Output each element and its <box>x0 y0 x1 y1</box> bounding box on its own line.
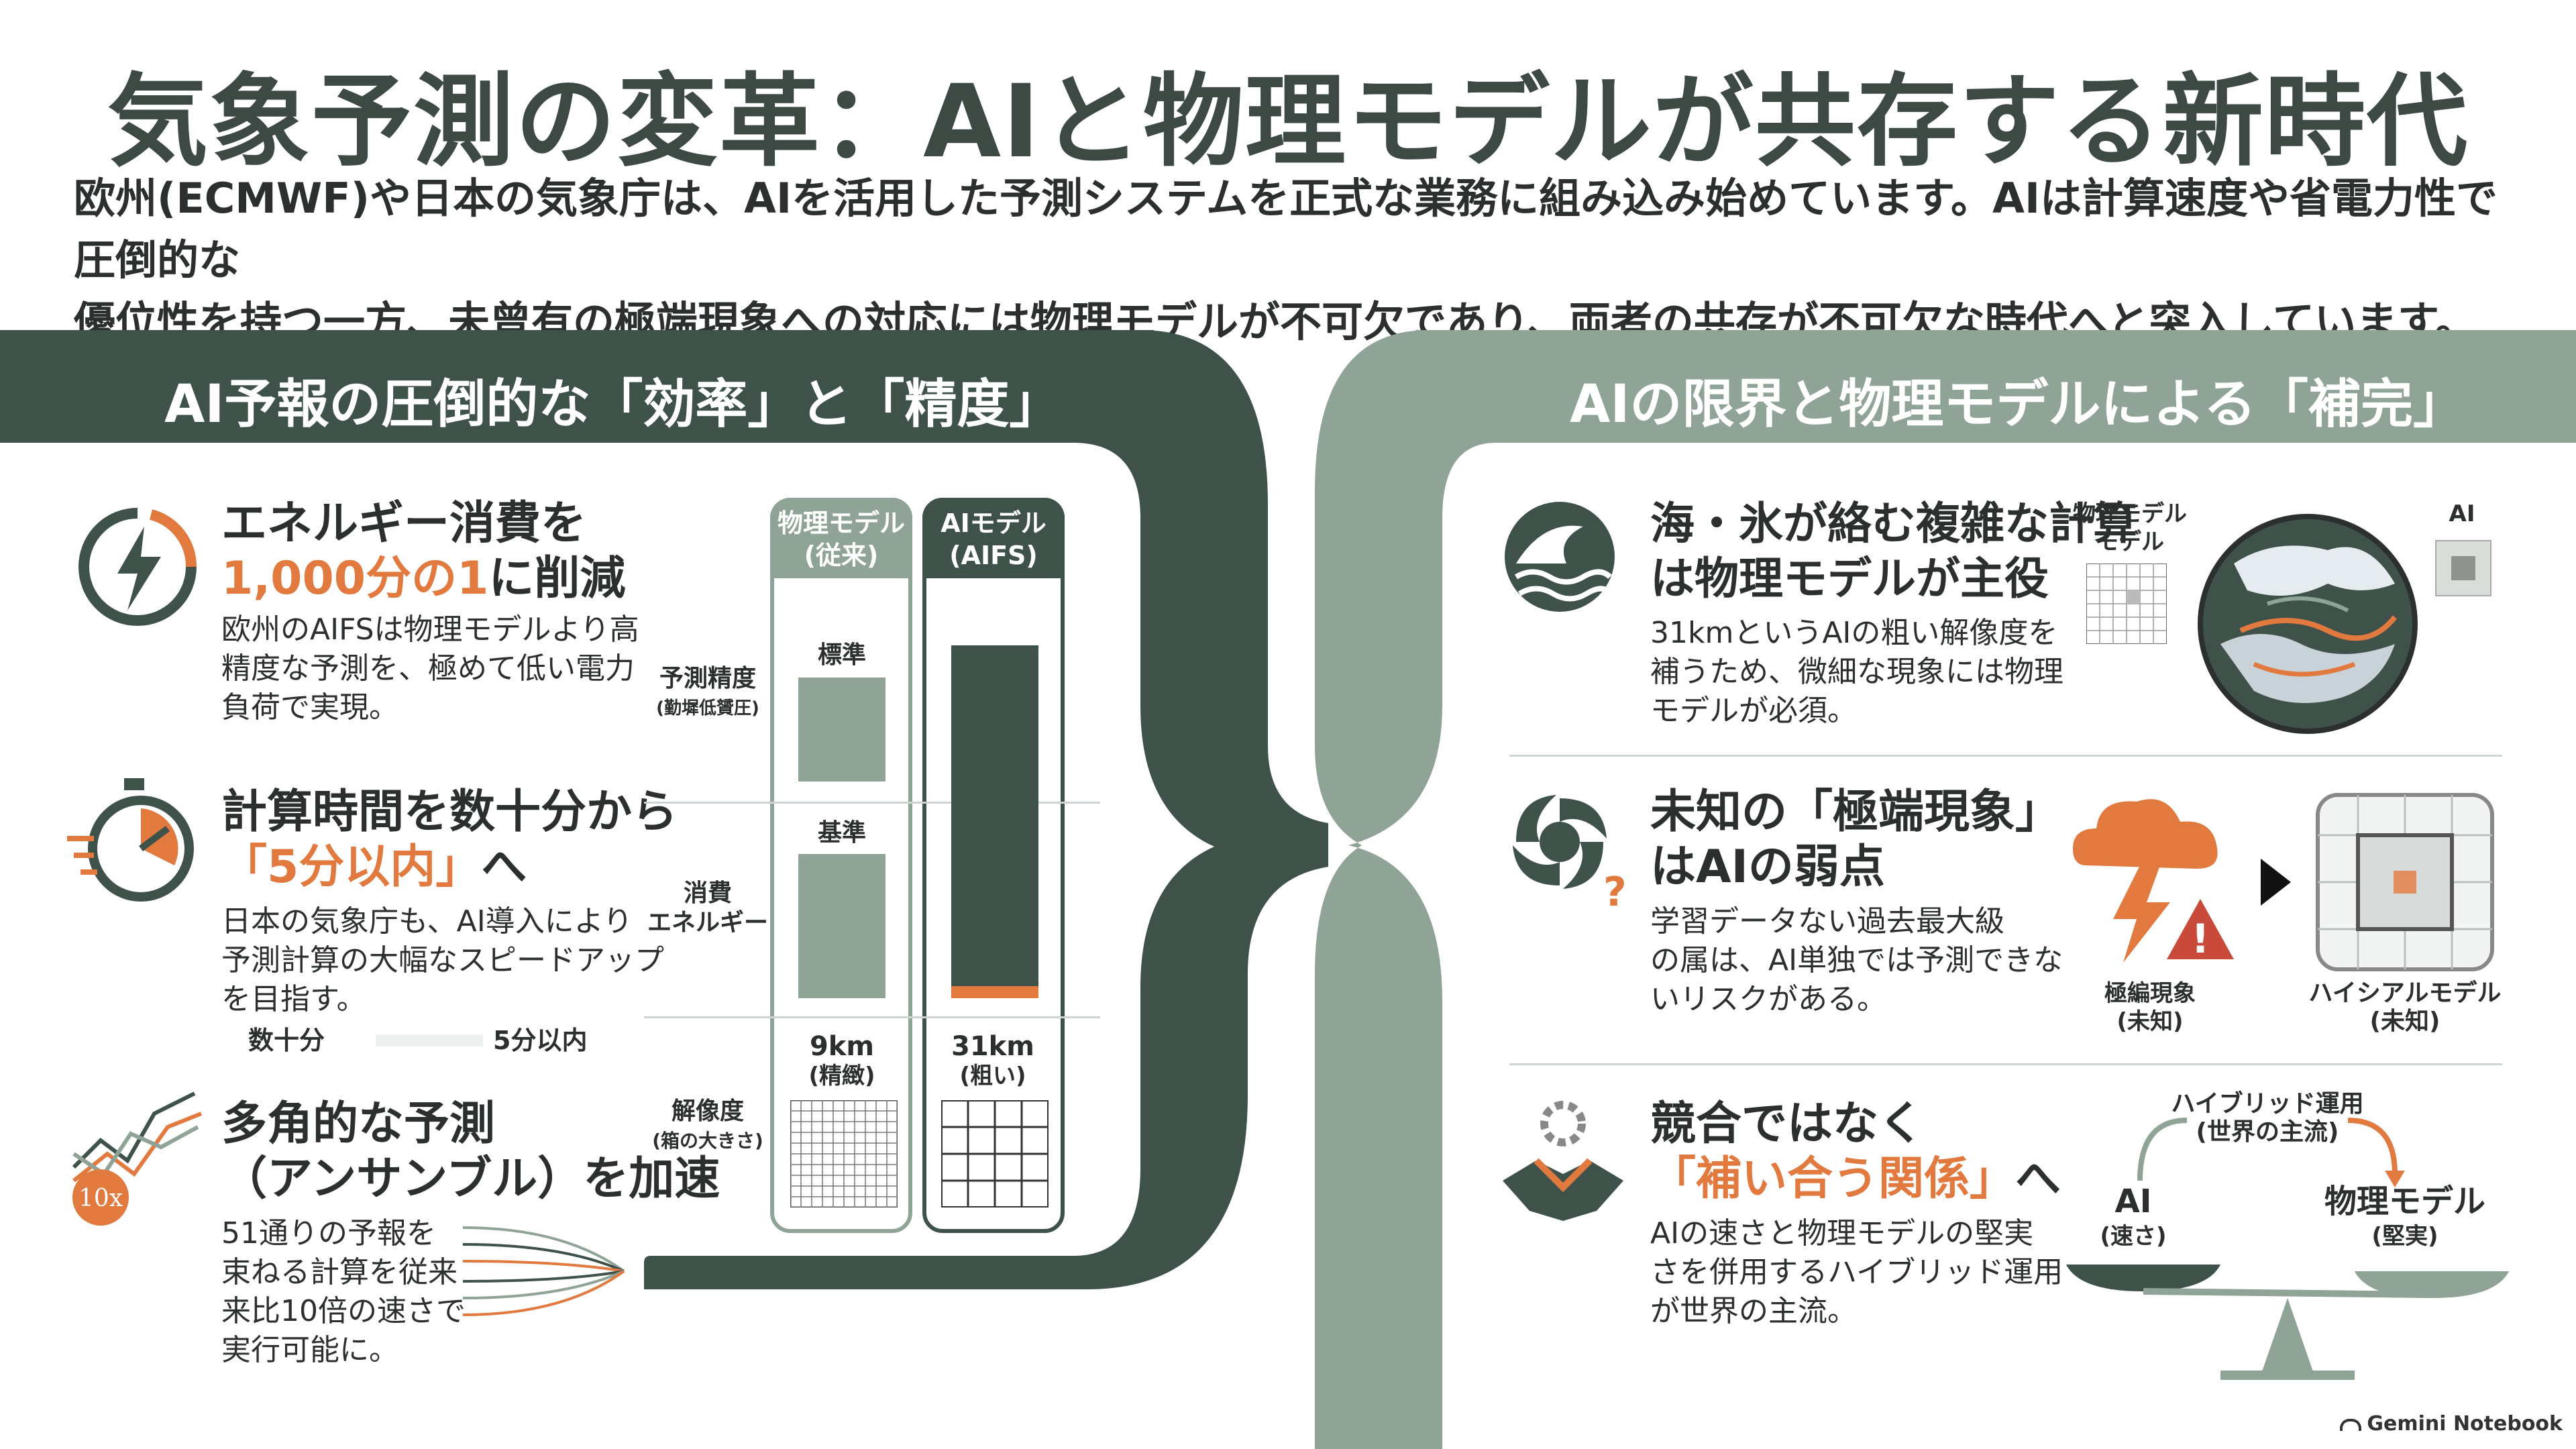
wave-icon <box>1505 502 1615 612</box>
chart-divider-2 <box>644 1016 1100 1018</box>
physics-column-header: 物理モデル(従来) <box>770 498 912 578</box>
left-heading: AI予報の圧倒的な「効率」と「精度」 <box>164 374 1062 435</box>
right-divider-2 <box>1509 1063 2502 1065</box>
intro-line-1: 欧州(ECMWF)や日本の気象庁は、AIを活用した予測システムを正式な業務に組み… <box>74 174 2498 284</box>
right-item-2-desc: 学習データない過去最大級の属は、AI単独では予測できないリスクがある。 <box>1650 904 2063 1016</box>
left-section-band <box>0 330 1154 443</box>
converging-lines-icon <box>463 1226 625 1316</box>
right-divider-1 <box>1509 755 2502 757</box>
ocean-ice-globe-icon <box>2198 514 2418 734</box>
ai-speed-label: AI(速さ) <box>2100 1183 2167 1250</box>
hybrid-grid-icon <box>2316 793 2494 971</box>
stopwatch-icon <box>67 778 194 902</box>
row-label-energy: 消費エネルギー <box>647 879 769 936</box>
ai-accuracy-bar <box>951 645 1038 998</box>
row-label-resolution: 解像度(箱の大きさ) <box>652 1097 763 1152</box>
physics-solid-label: 物理モデル(堅実) <box>2324 1183 2485 1250</box>
right-item-3-desc: AIの速さと物理モデルの堅実さを併用するハイブリッド運用が世界の主流。 <box>1650 1216 2063 1328</box>
intro-text: 欧州(ECMWF)や日本の気象庁は、AIを活用した予測システムを正式な業務に組み… <box>74 168 2516 353</box>
right-section-band <box>1415 330 2576 443</box>
page-title: 気象予測の変革：AIと物理モデルが共存する新時代 <box>107 64 2469 180</box>
physics-energy-bar <box>798 854 885 998</box>
cycle-arrows-icon <box>2137 1118 2405 1187</box>
hybrid-model-label: ハイシアルモデル(未知) <box>2308 979 2502 1035</box>
left-item-1-desc: 欧州のAIFSは物理モデルより高精度な予測を、極めて低い電力負荷で実現。 <box>221 612 639 724</box>
ai-column-header: AIモデル(AIFS) <box>922 498 1065 578</box>
ensemble-lines-icon: 10x <box>72 1091 203 1226</box>
ai-label-small: AI <box>2449 500 2475 527</box>
ensemble-badge: 10x <box>78 1185 123 1212</box>
coarse-grid <box>941 1100 1049 1208</box>
right-item-2-heading: 未知の「極端現象」 はAIの弱点 <box>1650 786 2061 894</box>
to-label: 5分以内 <box>493 1026 588 1055</box>
right-item-1-heading: 海・氷が絡む複雑な計算 は物理モデルが主役 <box>1650 498 2137 604</box>
extreme-event-label: 極編現象(未知) <box>2104 980 2196 1035</box>
left-item-1-heading: エネルギー消費を 1,000分の1に削減 <box>221 497 626 605</box>
left-item-3-heading: 多角的な予測 （アンサンブル）を加速 <box>221 1097 720 1205</box>
right-item-3-heading: 競合ではなく 「補い合う関係」へ <box>1650 1097 2061 1205</box>
from-label: 数十分 <box>248 1026 325 1055</box>
model-grid-small <box>2086 564 2167 644</box>
connector-curves <box>644 330 1496 1449</box>
svg-text:!: ! <box>2191 916 2209 963</box>
physics-resolution-tag: 9km(精緻) <box>808 1031 875 1089</box>
right-item-1-desc: 31kmというAIの粗い解像度を補うため、微細な現象には物理モデルが必須。 <box>1650 616 2063 728</box>
left-item-2-desc: 日本の気象庁も、AI導入により予測計算の大幅なスピードアップを目指す。 <box>221 904 664 1016</box>
physics-model-label: 物理モデルモデル <box>2073 500 2187 555</box>
energy-bolt-icon <box>78 508 197 626</box>
ai-resolution-tag: 31km(粗い) <box>951 1031 1034 1089</box>
left-item-3-desc: 51通りの予報を束ねる計算を従来来比10倍の速さで実行可能に。 <box>221 1216 466 1367</box>
arrow-right-icon <box>2261 859 2291 906</box>
footer-brand: Gemini Notebook <box>2340 1412 2563 1436</box>
ai-energy-bar <box>951 986 1038 998</box>
fine-grid <box>790 1100 898 1208</box>
left-item-2-heading: 計算時間を数十分から 「5分以内」へ <box>221 786 678 894</box>
physics-accuracy-tag: 標準 <box>817 641 866 669</box>
gemini-logo-icon <box>2340 1418 2362 1431</box>
right-curve-shape <box>1315 330 1496 1449</box>
cyclone-icon: ? <box>1513 795 1627 912</box>
left-curve-shape <box>644 330 1328 1289</box>
ai-coarse-cell <box>2435 540 2491 596</box>
row-label-accuracy: 予測精度(勤墀低贇圧) <box>656 665 759 718</box>
hybrid-operation-label: ハイブリッド運用(世界の主流) <box>2171 1090 2364 1146</box>
balance-scale-icon <box>2066 1265 2509 1380</box>
physics-accuracy-bar <box>798 678 885 782</box>
physics-energy-tag: 基準 <box>817 819 866 847</box>
speed-arrow-bar <box>376 1034 483 1046</box>
storm-cloud-icon: ! <box>2073 799 2234 963</box>
svg-text:?: ? <box>1603 869 1627 912</box>
handshake-gear-icon <box>1503 1101 1623 1221</box>
right-heading: AIの限界と物理モデルによる「補完」 <box>1570 374 2466 435</box>
chart-divider-1 <box>644 802 1100 804</box>
